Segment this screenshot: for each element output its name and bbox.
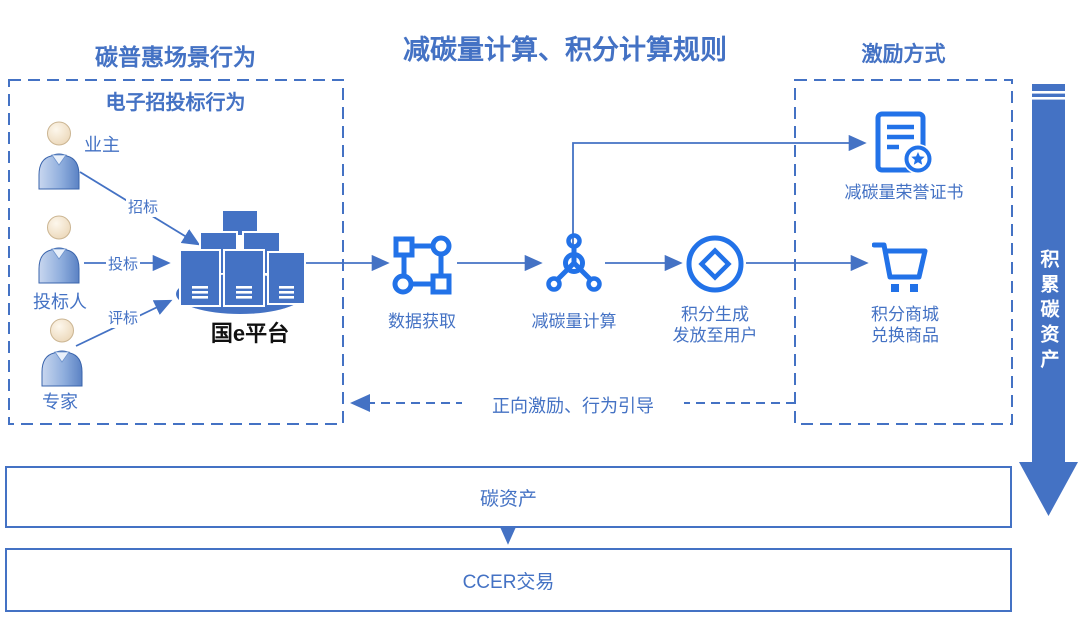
ccer-trade-label: CCER交易: [462, 571, 555, 593]
carbon-asset-label: 碳资产: [479, 488, 537, 510]
scenario-subtitle: 电子招投标行为: [105, 92, 246, 114]
feedback-label: 正向激励、行为引导: [462, 392, 684, 418]
bidder-label: 投标人: [33, 292, 87, 312]
data-network-icon: [392, 235, 452, 295]
evaluate-action-label: 评标: [106, 307, 141, 328]
cart-icon: [872, 242, 928, 292]
scenario-dashed-box: [8, 79, 344, 425]
expert-person-icon: [41, 318, 83, 387]
coin-icon: [686, 235, 744, 293]
certificate-label: 减碳量荣誉证书: [844, 183, 964, 202]
owner-person-icon: [38, 121, 80, 190]
bidder-person-icon: [38, 215, 80, 284]
step1-label: 数据获取: [388, 312, 456, 331]
step2-label: 减碳量计算: [531, 312, 617, 331]
incentive-title: 激励方式: [861, 43, 946, 66]
mall-line1: 积分商城: [871, 305, 939, 324]
ccer-trade-bar: CCER交易: [5, 548, 1012, 612]
star-icon: [911, 152, 925, 165]
incentive-dashed-box: [794, 79, 1013, 425]
platform-label: 国e平台: [210, 321, 290, 346]
bid-action-label: 投标: [106, 253, 141, 274]
owner-label: 业主: [84, 135, 120, 155]
step3-label: 积分生成 发放至用户: [659, 304, 771, 346]
molecule-icon: [546, 233, 602, 292]
certificate-icon: [875, 111, 933, 174]
scenario-title: 碳普惠场景行为: [95, 44, 256, 70]
accumulate-label: 积累碳资产: [1037, 248, 1059, 374]
tender-action-label: 招标: [126, 196, 161, 217]
mall-line2: 兑换商品: [871, 326, 939, 345]
server-platform-icon: [176, 209, 306, 314]
rules-title: 减碳量计算、积分计算规则: [403, 35, 727, 65]
accumulate-arrow-icon: [1019, 84, 1078, 516]
step3-line1: 积分生成: [681, 305, 749, 324]
step3-line2: 发放至用户: [672, 326, 758, 345]
expert-label: 专家: [42, 392, 78, 412]
mall-label: 积分商城 兑换商品: [849, 304, 961, 346]
carbon-asset-bar: 碳资产: [5, 466, 1012, 528]
